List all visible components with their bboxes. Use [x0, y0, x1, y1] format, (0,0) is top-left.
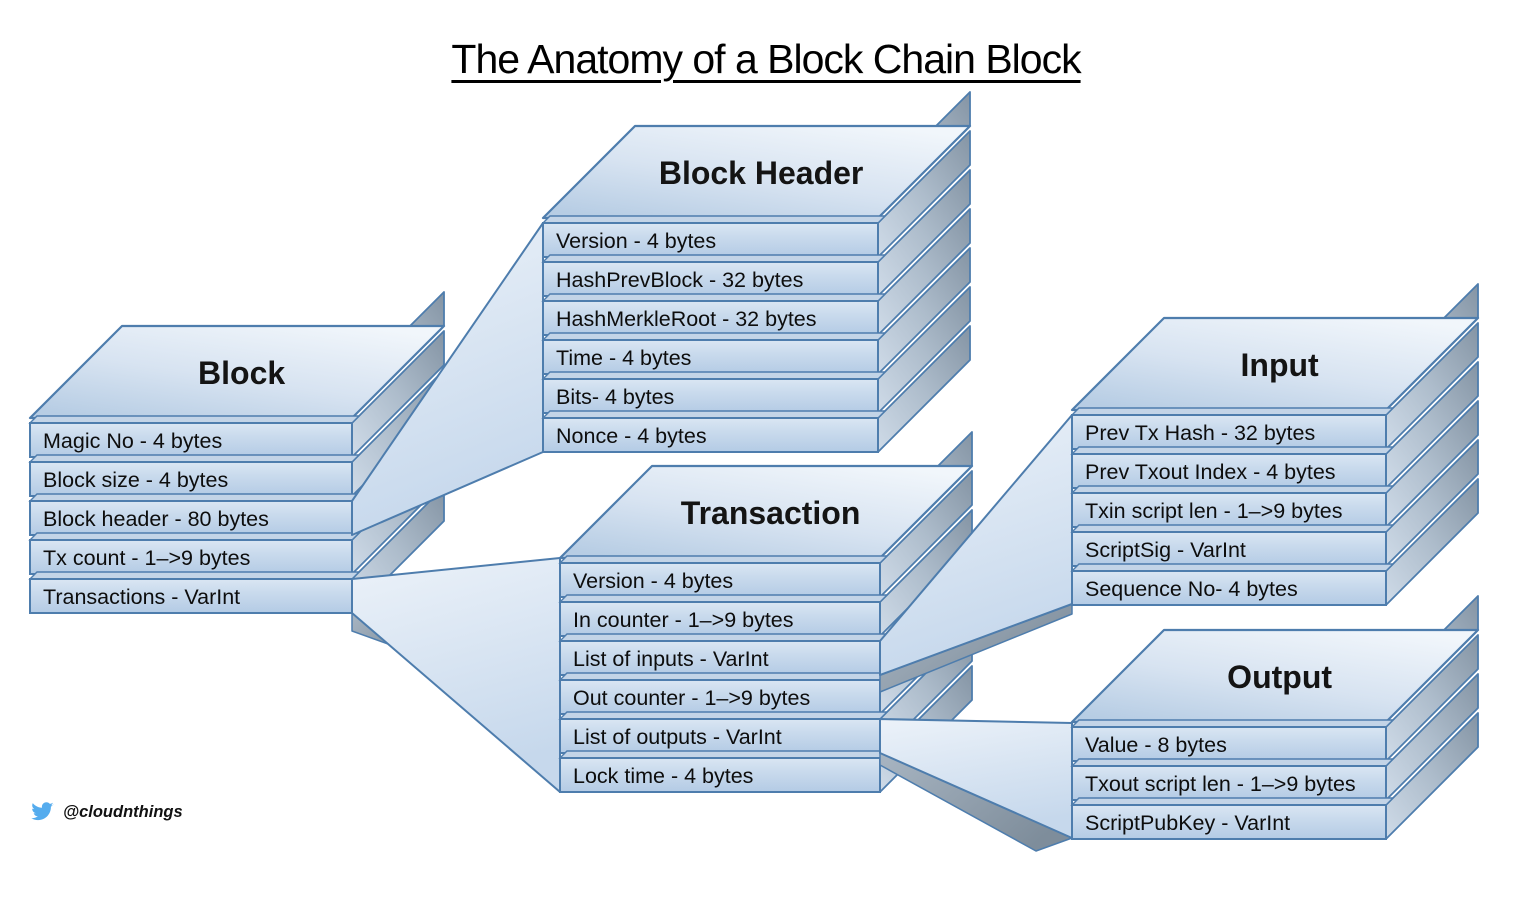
block-row-top-edge — [28, 415, 361, 424]
output-row — [1071, 765, 1387, 801]
output-title: Output — [1227, 659, 1332, 695]
block-row-top-edge — [28, 571, 361, 580]
transaction-row-top-edge — [558, 672, 889, 681]
block-row — [29, 578, 353, 614]
input-row-label: Sequence No- 4 bytes — [1085, 577, 1298, 601]
transaction-title: Transaction — [681, 495, 861, 531]
input-row-label: ScriptSig - VarInt — [1085, 538, 1246, 562]
block-header-row-label: HashMerkleRoot - 32 bytes — [556, 307, 817, 331]
block-row-label: Block size - 4 bytes — [43, 468, 228, 492]
transaction-row — [559, 562, 881, 598]
block-header-row-label: Time - 4 bytes — [556, 346, 691, 370]
block-header-row-label: Bits- 4 bytes — [556, 385, 674, 409]
block-header-row — [542, 339, 879, 375]
block-row-label: Transactions - VarInt — [43, 585, 240, 609]
twitter-bird-icon — [31, 802, 54, 821]
block-header-row-top-edge — [541, 371, 887, 380]
block-row-label: Tx count - 1–>9 bytes — [43, 546, 250, 570]
input-row-top-edge — [1070, 485, 1395, 494]
block-row-top-edge — [28, 493, 361, 502]
input-row-label: Txin script len - 1–>9 bytes — [1085, 499, 1343, 523]
page-title: The Anatomy of a Block Chain Block — [451, 36, 1081, 82]
block-header-row — [542, 378, 879, 414]
block-header-row — [542, 222, 879, 258]
output-row-top-edge — [1070, 797, 1395, 806]
transaction-row — [559, 679, 881, 715]
connector-face — [351, 557, 561, 793]
block-header-title: Block Header — [659, 155, 864, 191]
block-row-top-edge — [28, 454, 361, 463]
input-row-top-edge — [1070, 446, 1395, 455]
block-header-row — [542, 300, 879, 336]
transaction-row-top-edge — [558, 711, 889, 720]
block-row-label: Magic No - 4 bytes — [43, 429, 222, 453]
attribution: @cloudnthings — [30, 802, 183, 823]
transaction-row-top-edge — [558, 633, 889, 642]
block-header-row — [542, 417, 879, 453]
input-row-top-edge — [1070, 407, 1395, 416]
input-row — [1071, 570, 1387, 606]
block-header-row-label: Version - 4 bytes — [556, 229, 716, 253]
transaction-row — [559, 640, 881, 676]
block-header-row-top-edge — [541, 332, 887, 341]
block-header-row-label: HashPrevBlock - 32 bytes — [556, 268, 803, 292]
attribution-handle: @cloudnthings — [63, 803, 183, 821]
output-row-top-edge — [1070, 719, 1395, 728]
output-row-top-edge — [1070, 758, 1395, 767]
input-row — [1071, 531, 1387, 567]
transaction-row — [559, 601, 881, 637]
input-row-label: Prev Txout Index - 4 bytes — [1085, 460, 1336, 484]
input-row-top-edge — [1070, 524, 1395, 533]
input-row — [1071, 414, 1387, 450]
output-row-label: Txout script len - 1–>9 bytes — [1085, 772, 1356, 796]
transaction-row-label: Version - 4 bytes — [573, 569, 733, 593]
input-title: Input — [1241, 347, 1320, 383]
transaction-row-label: List of inputs - VarInt — [573, 647, 769, 671]
transaction-row — [559, 718, 881, 754]
block-row-label: Block header - 80 bytes — [43, 507, 269, 531]
block-header-row-top-edge — [541, 410, 887, 419]
block-header-row-top-edge — [541, 293, 887, 302]
transaction-row — [559, 757, 881, 793]
block-header-row-label: Nonce - 4 bytes — [556, 424, 707, 448]
output-row-label: ScriptPubKey - VarInt — [1085, 811, 1290, 835]
transaction-row-label: In counter - 1–>9 bytes — [573, 608, 794, 632]
block-header-row — [542, 261, 879, 297]
transaction-row-top-edge — [558, 750, 889, 759]
block-row-top-edge — [28, 532, 361, 541]
transaction-row-label: Lock time - 4 bytes — [573, 764, 753, 788]
output-row — [1071, 804, 1387, 840]
transaction-row-top-edge — [558, 594, 889, 603]
input-row-label: Prev Tx Hash - 32 bytes — [1085, 421, 1315, 445]
input-row-top-edge — [1070, 563, 1395, 572]
output-row-label: Value - 8 bytes — [1085, 733, 1227, 757]
block-header-row-top-edge — [541, 215, 887, 224]
block-header-row-top-edge — [541, 254, 887, 263]
block-title: Block — [198, 355, 285, 391]
transaction-row-top-edge — [558, 555, 889, 564]
input-row — [1071, 453, 1387, 489]
connector-block-row-transactions-to-transaction — [351, 557, 561, 793]
transaction-row-label: Out counter - 1–>9 bytes — [573, 686, 810, 710]
transaction-row-label: List of outputs - VarInt — [573, 725, 782, 749]
connector-transaction-row-list-of-outputs-to-output — [879, 718, 1073, 852]
